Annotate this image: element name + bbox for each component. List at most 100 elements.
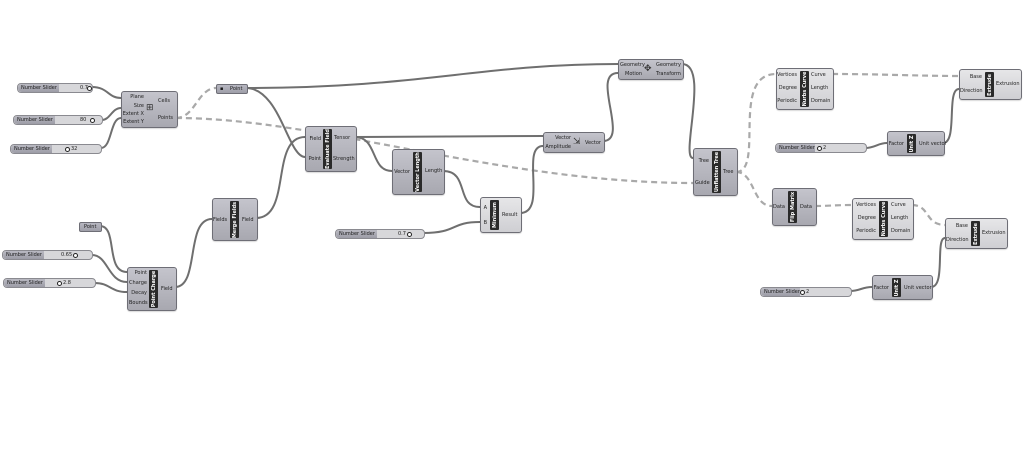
number-slider[interactable]: Number Slider 32	[10, 144, 102, 154]
move-icon: ✥	[644, 64, 652, 74]
output-curve[interactable]: Curve	[811, 72, 826, 78]
input-base[interactable]: Base	[955, 223, 968, 229]
component-title: Vector Length	[413, 152, 422, 192]
output-tensor[interactable]: Tensor	[334, 135, 351, 141]
slider-knob[interactable]	[800, 290, 805, 295]
output-length[interactable]: Length	[811, 85, 829, 91]
input-extent-x[interactable]: Extent X	[122, 111, 144, 117]
input-guide[interactable]: Guide	[695, 180, 710, 186]
number-slider[interactable]: Number Slider 2	[760, 287, 852, 297]
extrude-component[interactable]: Base Direction Extrude Extrusion	[959, 69, 1022, 100]
output-data[interactable]: Data	[800, 204, 812, 210]
input-tree[interactable]: Tree	[698, 158, 709, 164]
output-domain[interactable]: Domain	[811, 98, 831, 104]
input-amplitude[interactable]: Amplitude	[545, 144, 571, 150]
output-points[interactable]: Points	[158, 115, 174, 121]
slider-knob[interactable]	[65, 147, 70, 152]
input-vector[interactable]: Vector	[555, 135, 571, 141]
input-base[interactable]: Base	[969, 74, 982, 80]
number-slider[interactable]: Number Slider 0.65	[2, 250, 93, 260]
output-field[interactable]: Field	[161, 286, 173, 292]
input-factor[interactable]: Factor	[873, 285, 889, 291]
input-decay[interactable]: Decay	[131, 290, 147, 296]
input-vertices[interactable]: Vertices	[777, 72, 797, 78]
point-charge-component[interactable]: Point Charge Decay Bounds Point Charge F…	[127, 267, 177, 311]
input-size[interactable]: Size	[133, 103, 144, 109]
output-tree[interactable]: Tree	[723, 169, 734, 175]
unit-z-component[interactable]: Factor Unit Z Unit vector	[887, 131, 947, 156]
output-cells[interactable]: Cells	[158, 98, 170, 104]
input-b[interactable]: B	[483, 220, 487, 226]
output-domain[interactable]: Domain	[891, 228, 911, 234]
output-transform[interactable]: Transform	[656, 71, 681, 77]
amplitude-component[interactable]: Vector Amplitude ⇲ Vector	[543, 132, 605, 153]
input-fields[interactable]: Fields	[213, 217, 228, 223]
input-data[interactable]: Data	[773, 204, 785, 210]
slider-knob[interactable]	[87, 86, 92, 91]
component-title: Extrude	[985, 72, 994, 97]
param-label: Point	[84, 224, 97, 230]
point-param-top[interactable]: ▪ Point	[216, 84, 248, 94]
slider-knob[interactable]	[407, 232, 412, 237]
output-extrusion[interactable]: Extrusion	[996, 81, 1020, 87]
flip-matrix-component[interactable]: Data Flip Matrix Data	[772, 188, 817, 226]
input-a[interactable]: A	[483, 205, 487, 211]
output-length[interactable]: Length	[891, 215, 909, 221]
unflatten-tree-component[interactable]: Tree Guide Unflatten Tree Tree	[693, 148, 738, 196]
slider-knob[interactable]	[90, 118, 95, 123]
input-plane[interactable]: Plane	[130, 94, 144, 100]
output-geometry[interactable]: Geometry	[656, 62, 681, 68]
input-point[interactable]: Point	[308, 156, 321, 162]
output-result[interactable]: Result	[502, 212, 518, 218]
component-title: Unit Z	[907, 134, 916, 153]
slider-knob[interactable]	[817, 146, 822, 151]
move-component[interactable]: Geometry Motion ✥ Geometry Transform	[618, 59, 684, 80]
input-charge[interactable]: Charge	[129, 280, 147, 286]
input-periodic[interactable]: Periodic	[777, 98, 797, 104]
extrude-component[interactable]: Base Direction Extrude Extrusion	[945, 218, 1008, 249]
input-vertices[interactable]: Vertices	[856, 202, 876, 208]
number-slider[interactable]: Number Slider 0.7	[17, 83, 93, 93]
input-geometry[interactable]: Geometry	[620, 62, 645, 68]
merge-fields-component[interactable]: Fields Merge Fields Field	[212, 198, 258, 241]
slider-knob[interactable]	[73, 253, 78, 258]
output-unit-vector[interactable]: Unit vector	[904, 285, 932, 291]
slider-label: Number Slider	[14, 116, 55, 124]
input-field[interactable]: Field	[309, 136, 321, 142]
unit-z-component[interactable]: Factor Unit Z Unit vector	[872, 275, 933, 300]
param-icon: ▪	[220, 86, 224, 92]
input-factor[interactable]: Factor	[888, 141, 904, 147]
output-extrusion[interactable]: Extrusion	[982, 230, 1006, 236]
input-periodic[interactable]: Periodic	[856, 228, 876, 234]
number-slider[interactable]: Number Slider 2.8	[3, 278, 96, 288]
nurbs-curve-component[interactable]: Vertices Degree Periodic Nurbs Curve Cur…	[852, 198, 914, 240]
minimum-component[interactable]: A B Minimum Result	[480, 197, 522, 233]
input-motion[interactable]: Motion	[625, 71, 642, 77]
output-length[interactable]: Length	[425, 168, 443, 174]
input-extent-y[interactable]: Extent Y	[123, 119, 144, 125]
square-grid-component[interactable]: Plane Size Extent X Extent Y ⊞ Cells Poi…	[121, 91, 178, 128]
output-curve[interactable]: Curve	[891, 202, 906, 208]
output-field[interactable]: Field	[242, 217, 254, 223]
point-param-left[interactable]: Point	[79, 222, 102, 232]
input-direction[interactable]: Direction	[960, 88, 983, 94]
wire	[91, 86, 122, 99]
input-vector[interactable]: Vector	[394, 169, 410, 175]
number-slider[interactable]: Number Slider 0.7	[335, 229, 425, 239]
nurbs-curve-component[interactable]: Vertices Degree Periodic Nurbs Curve Cur…	[776, 68, 834, 110]
input-direction[interactable]: Direction	[946, 237, 969, 243]
input-degree[interactable]: Degree	[778, 85, 797, 91]
number-slider[interactable]: Number Slider 2	[775, 143, 867, 153]
output-vector[interactable]: Vector	[585, 140, 601, 146]
slider-knob[interactable]	[57, 281, 62, 286]
input-degree[interactable]: Degree	[857, 215, 876, 221]
evaluate-field-component[interactable]: Field Point Evaluate Field Tensor Streng…	[305, 126, 357, 172]
number-slider[interactable]: Number Slider 80	[13, 115, 103, 125]
input-bounds[interactable]: Bounds	[129, 300, 148, 306]
output-unit-vector[interactable]: Unit vector	[919, 141, 947, 147]
component-title: Unflatten Tree	[712, 151, 721, 193]
vector-length-component[interactable]: Vector Vector Length Length	[392, 149, 445, 195]
input-point[interactable]: Point	[134, 270, 147, 276]
output-strength[interactable]: Strength	[333, 156, 355, 162]
